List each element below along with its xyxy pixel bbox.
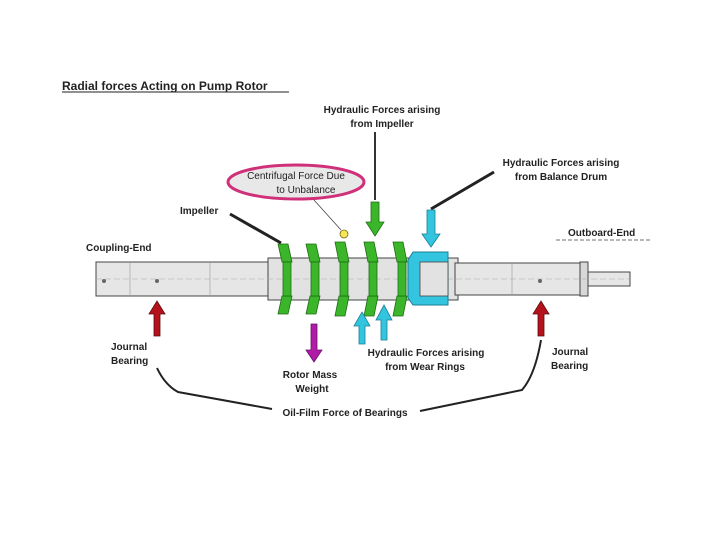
impeller-force-arrow: [365, 132, 385, 237]
impeller-label: Impeller: [180, 206, 218, 217]
wear-rings-label-line1: Hydraulic Forces arising: [368, 348, 485, 359]
rotor-mass-weight-label-line2: Weight: [295, 384, 329, 395]
balance-drum-force-arrow: [421, 170, 495, 248]
shaft-keyway-dot: [155, 279, 159, 283]
centrifugal-force-ellipse: [226, 163, 366, 201]
wear-ring-arrow-up-icon: [375, 304, 393, 341]
balance-drum-label-line2: from Balance Drum: [515, 172, 607, 183]
left-journal-bearing-label-line1: Journal: [111, 342, 147, 353]
centrifugal-label-line2: to Unbalance: [277, 185, 336, 196]
impeller-stage-1: [277, 243, 293, 315]
centrifugal-leader-line: [313, 199, 342, 231]
left-bearing-arrow-up-icon: [148, 300, 166, 337]
rotor-mass-weight-label-line1: Rotor Mass: [283, 370, 338, 381]
balance-drum: [407, 251, 449, 306]
left-journal-bearing-label-line2: Bearing: [111, 356, 148, 367]
wear-ring-arrow-up-icon: [353, 311, 371, 345]
rotor-shaft: [95, 257, 631, 301]
shaft-keyway-dot: [538, 279, 542, 283]
impeller-stage-5: [392, 241, 408, 317]
outboard-end-label: Outboard-End: [568, 228, 635, 239]
oil-film-leader-right: [419, 339, 542, 412]
oil-film-force-label: Oil-Film Force of Bearings: [282, 408, 407, 419]
impeller-stage-2: [305, 243, 321, 315]
balance-drum-label-line1: Hydraulic Forces arising: [503, 158, 620, 169]
impeller-stages: [277, 241, 408, 317]
wear-ring-force-arrows: [353, 304, 393, 345]
shaft-keyway-dot: [102, 279, 106, 283]
oil-film-leader-left: [156, 367, 273, 410]
impeller-leader-line: [229, 212, 282, 245]
hydraulic-impeller-label-line2: from Impeller: [350, 119, 413, 130]
balance-drum-core: [419, 261, 449, 297]
right-journal-bearing-label-line2: Bearing: [551, 361, 588, 372]
diagram-title: Radial forces Acting on Pump Rotor: [62, 79, 268, 93]
impeller-stage-4: [363, 241, 379, 317]
unbalance-mass-icon: [339, 229, 349, 239]
centrifugal-label-line1: Centrifugal Force Due: [247, 171, 345, 182]
coupling-end-label: Coupling-End: [86, 243, 152, 254]
right-journal-bearing-label-line1: Journal: [552, 347, 588, 358]
rotor-weight-arrow-down-icon: [305, 323, 323, 363]
hydraulic-impeller-label-line1: Hydraulic Forces arising: [324, 105, 441, 116]
right-bearing-arrow-up-icon: [532, 300, 550, 337]
wear-rings-label-line2: from Wear Rings: [385, 362, 465, 373]
impeller-stage-3: [334, 241, 350, 317]
